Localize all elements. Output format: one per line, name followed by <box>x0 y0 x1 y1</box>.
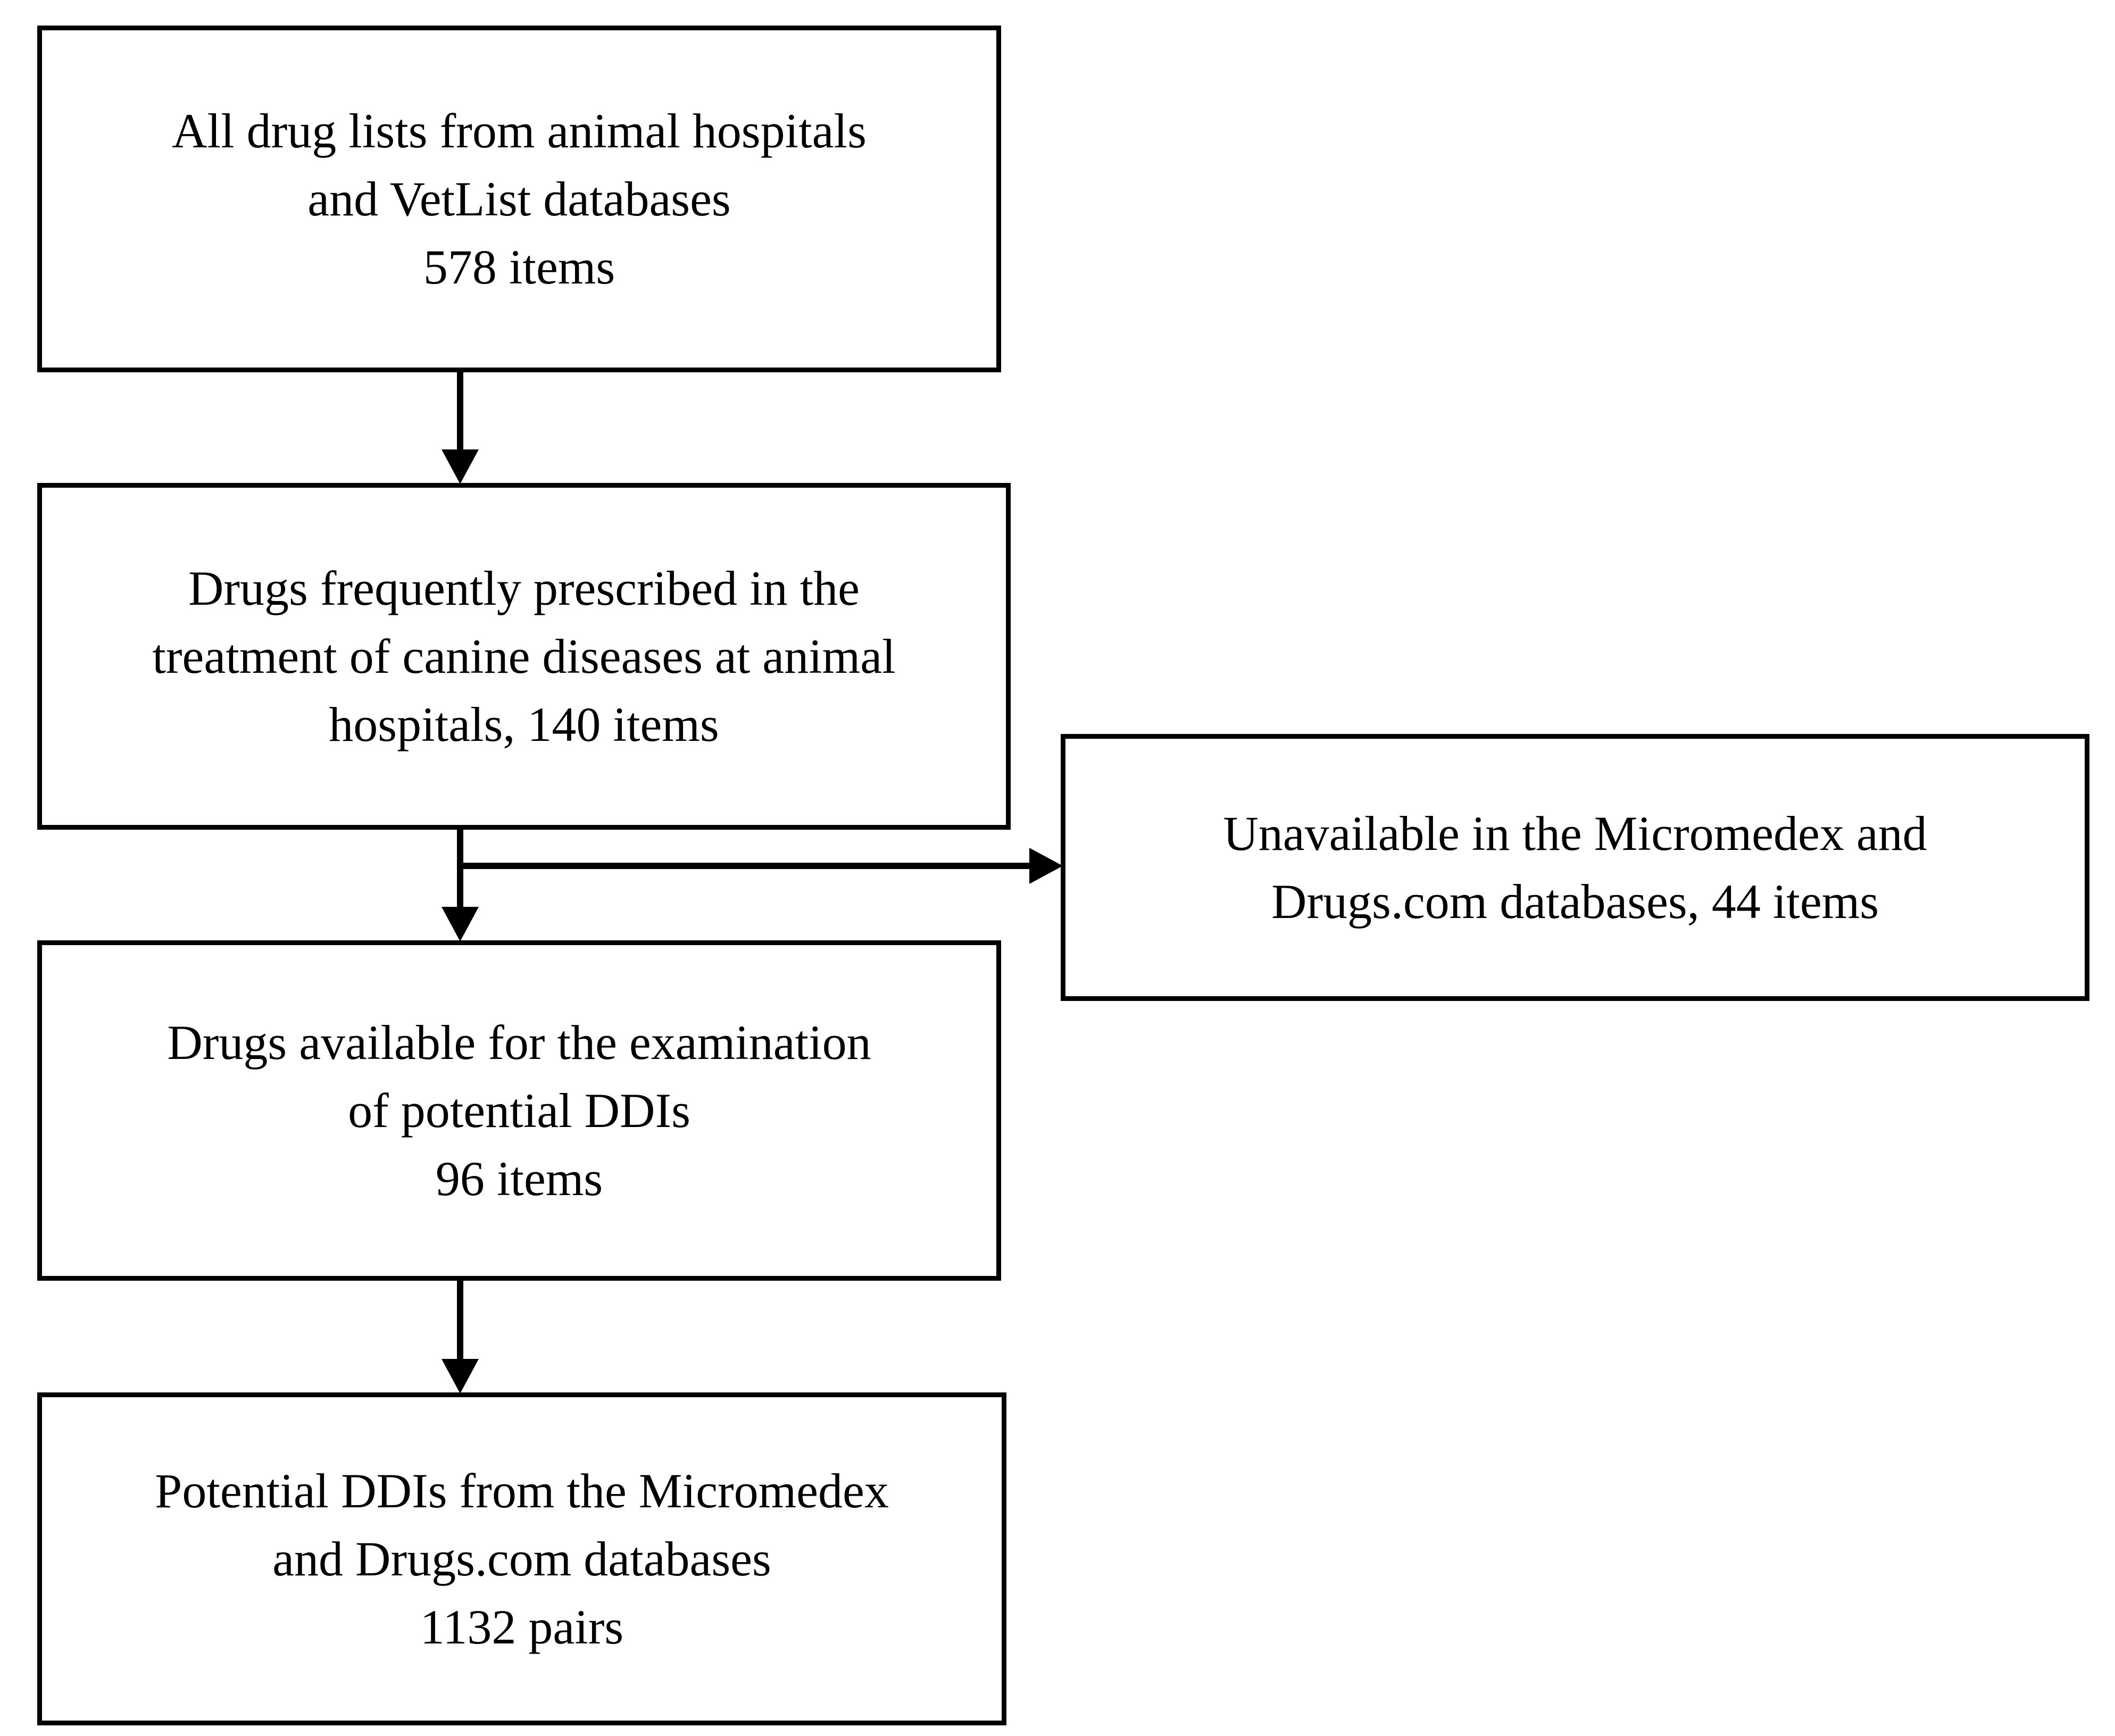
box-unavailable-line-2: Drugs.com databases, 44 items <box>1271 874 1879 929</box>
box-frequent-line-1: Drugs frequently prescribed in the <box>188 561 860 615</box>
box-frequent-line-2: treatment of canine diseases at animal <box>152 629 896 683</box>
box-ddis-line-3: 1132 pairs <box>420 1600 624 1654</box>
box-available-for-examination: Drugs available for the examination of p… <box>37 940 1001 1281</box>
arrowhead-available-to-ddis <box>442 1359 479 1393</box>
box-all-drug-lists: All drug lists from animal hospitals and… <box>37 26 1001 372</box>
box-all-line-1: All drug lists from animal hospitals <box>172 104 867 158</box>
box-unavailable-line-1: Unavailable in the Micromedex and <box>1223 806 1927 861</box>
box-frequently-prescribed: Drugs frequently prescribed in the treat… <box>37 483 1011 830</box>
box-all-line-3: 578 items <box>423 240 615 294</box>
box-ddis-line-1: Potential DDIs from the Micromedex <box>155 1464 889 1518</box>
box-all-line-2: and VetList databases <box>307 172 731 226</box>
arrowhead-frequent-to-unavailable <box>1029 848 1063 884</box>
arrowhead-all-to-frequent <box>442 449 479 484</box>
box-available-line-1: Drugs available for the examination <box>167 1015 871 1070</box>
box-unavailable-in-databases: Unavailable in the Micromedex and Drugs.… <box>1061 734 2089 1001</box>
arrowhead-frequent-to-available <box>442 907 479 941</box>
box-frequent-line-3: hospitals, 140 items <box>329 697 719 752</box>
box-potential-ddis: Potential DDIs from the Micromedex and D… <box>37 1392 1006 1725</box>
box-available-line-2: of potential DDIs <box>348 1083 690 1138</box>
box-ddis-line-2: and Drugs.com databases <box>272 1532 771 1586</box>
box-available-line-3: 96 items <box>435 1151 603 1206</box>
